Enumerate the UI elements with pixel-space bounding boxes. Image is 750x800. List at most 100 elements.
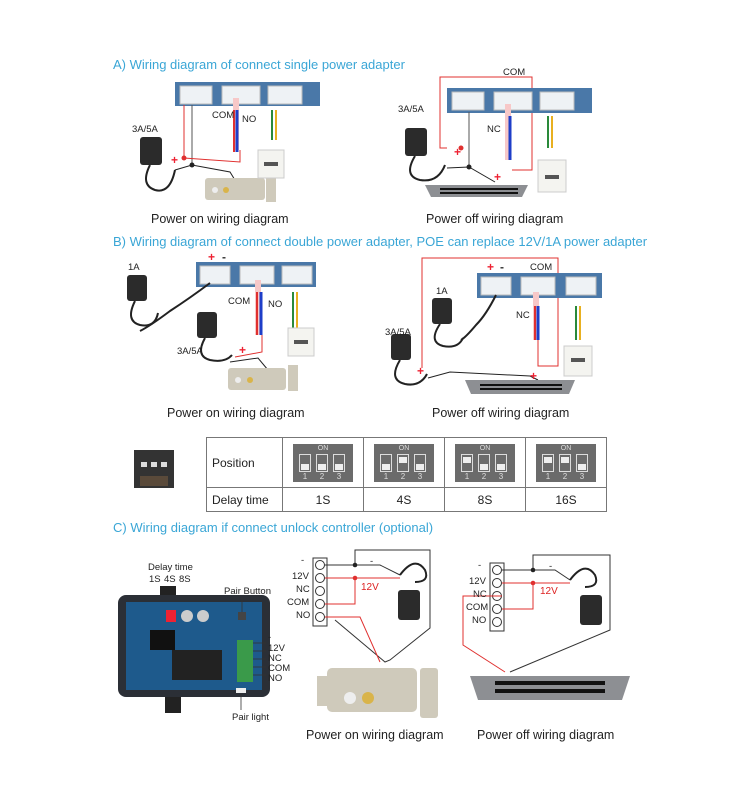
dip-switch-knob [544,456,552,463]
b-right-com-label: COM [530,262,553,273]
a-right-exit-button [537,159,567,193]
dip-switch-number: 2 [319,471,325,481]
dip-switch-knob [416,463,424,470]
dip-switch-number: 3 [579,471,585,481]
c-right-magnetic-lock [470,676,630,700]
dip-switch-knob [399,456,407,463]
c-left-terminal-nc: NC [296,584,310,595]
dip-switch-lever-1 [461,453,473,472]
c-right-caption: Power off wiring diagram [477,728,615,742]
b-left-plus-top: + [208,250,216,264]
controller-terminal-12v: 12V [268,643,285,654]
c-right-terminal-12v: 12V [469,576,486,587]
a-right-com-label: COM [503,67,526,78]
a-left-plus: + [171,153,179,167]
dip-switch-number: 1 [383,471,389,481]
a-right-plus-1: + [454,145,462,159]
delay-value: 16S [525,487,607,512]
delay-value: 4S [363,487,445,512]
b-left-electric-lock [228,365,298,391]
dip-switch-knob [578,463,586,470]
a-right-power-adapter [405,128,446,182]
controller-delay-label: Delay time [148,562,193,573]
controller-terminal-no: NO [268,673,283,684]
dip-switch-number: 2 [400,471,406,481]
controller-delay-8s: 8S [179,574,191,585]
b-right-exit-button [563,345,593,377]
controller-pair-light-label: Pair light [232,712,269,723]
b-right-plus-right: + [530,369,538,383]
delay-value: 8S [444,487,526,512]
delay-row: Delay time 1S 4S 8S 16S [206,487,607,512]
delay-value: 1S [282,487,364,512]
a-left-com-label: COM [212,110,235,121]
c-left-terminal-12v: 12V [292,571,309,582]
a-left-electric-lock [205,176,276,202]
b-left-dc-cable [139,282,211,332]
b-right-controller-board [477,273,602,298]
c-right-power-adapter [569,567,602,625]
controller-terminal-com: COM [268,663,291,674]
c-right-terminal-com: COM [466,602,489,613]
a-right-magnetic-lock [425,185,528,197]
c-right-wire-minus: - [549,561,553,572]
c-left-caption: Power on wiring diagram [306,728,444,742]
dip-on-label: ON [560,444,572,452]
dip-switch-number: 1 [545,471,551,481]
a-left-power-adapter [140,137,176,192]
dip-switch-lever-3 [576,453,588,472]
c-controller-module [118,586,270,713]
dip-switch-number: 1 [464,471,470,481]
position-header: Position [206,437,283,488]
a-left-exit-button [257,149,285,179]
c-right-terminal-nc: NC [473,589,487,600]
section-b-title: B) Wiring diagram of connect double powe… [113,234,648,249]
a-right-caption: Power off wiring diagram [426,212,564,226]
a-left-caption: Power on wiring diagram [151,212,289,226]
a-left-controller-board [175,82,320,106]
c-controller-leader-lines [240,598,266,710]
c-left-power-adapter [398,562,428,620]
b-right-caption: Power off wiring diagram [432,406,570,420]
dip-switch-lever-1 [380,453,392,472]
dip-switch-number: 1 [302,471,308,481]
dip-switch-knob [480,463,488,470]
dip-switch-knob [301,463,309,470]
controller-delay-4s: 4S [164,574,176,585]
dip-switch-lever-1 [299,453,311,472]
a-right-nc-label: NC [487,124,501,135]
b-left-caption: Power on wiring diagram [167,406,305,420]
controller-pair-button-label: Pair Button [224,586,271,597]
b-right-power-adapter-large [391,334,428,386]
c-left-terminal-block [312,557,328,627]
dip-switch-knob [561,456,569,463]
c-right-terminal-block [489,562,505,632]
dip-on-label: ON [317,444,329,452]
b-left-controller-board [196,262,316,287]
b-right-adapter-large-label: 3A/5A [385,327,411,338]
b-left-plus-bottom: + [239,343,247,357]
a-right-adapter-label: 3A/5A [398,104,424,115]
a-left-no-label: NO [242,114,257,125]
dip-switch-lever-2 [397,453,409,472]
b-left-no-label: NO [268,299,283,310]
c-left-terminal-no: NO [296,610,311,621]
b-left-exit-button [287,327,315,357]
dip-switch-number: 2 [562,471,568,481]
b-left-com-label: COM [228,296,251,307]
a-left-adapter-label: 3A/5A [132,124,158,135]
dip-switch-knob [463,456,471,463]
dip-switch-lever-3 [495,453,507,472]
dip-switch-16s: ON 1 2 3 [536,443,596,482]
b-right-power-adapter-1a [432,298,464,348]
delay-header: Delay time [206,487,283,512]
section-c-title: C) Wiring diagram if connect unlock cont… [113,520,434,535]
dip-switch-number: 2 [481,471,487,481]
c-left-terminal-minus: - [301,555,305,566]
b-right-adapter-1a-label: 1A [436,286,448,297]
a-right-plus-2: + [494,170,502,184]
